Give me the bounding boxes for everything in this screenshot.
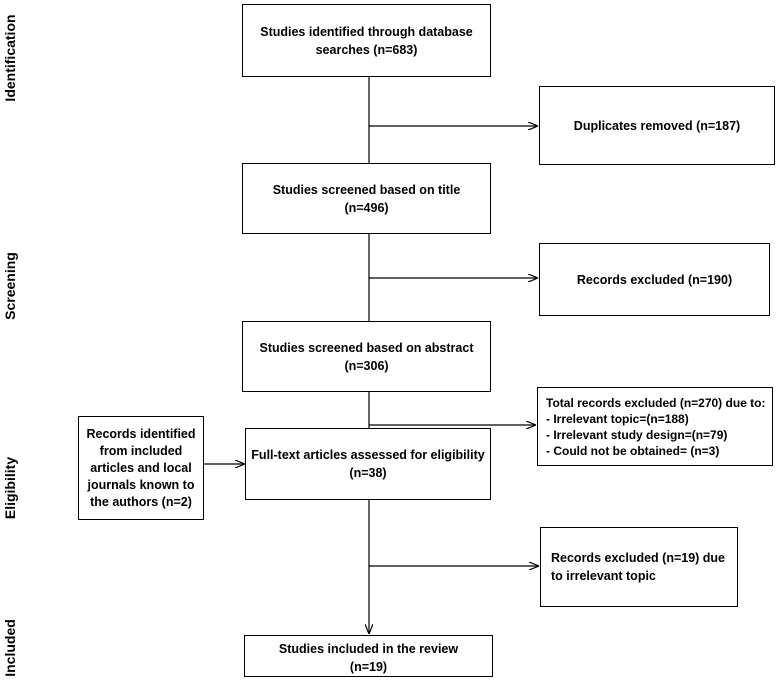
box-excluded-270: Total records excluded (n=270) due to: -… bbox=[537, 387, 773, 466]
box-text: articles and local bbox=[90, 460, 192, 475]
stage-label-screening: Screening bbox=[2, 252, 18, 320]
box-text: journals known to bbox=[87, 477, 195, 492]
box-text: - Could not be obtained= (n=3) bbox=[546, 443, 720, 458]
box-text: searches (n=683) bbox=[315, 42, 418, 57]
box-text: (n=19) bbox=[349, 660, 388, 674]
box-text: Total records excluded (n=270) due to: bbox=[546, 395, 766, 410]
box-text: Studies screened based on abstract bbox=[259, 340, 474, 355]
box-screened-abstract: Studies screened based on abstract (n=30… bbox=[242, 321, 491, 392]
box-text: from included bbox=[99, 443, 183, 458]
box-text: Records excluded (n=190) bbox=[576, 272, 733, 287]
box-studies-included: Studies included in the review (n=19) bbox=[244, 635, 493, 677]
box-records-identified: Studies identified through database sear… bbox=[242, 4, 491, 77]
box-text: Duplicates removed (n=187) bbox=[573, 118, 741, 133]
stage-label-eligibility: Eligibility bbox=[2, 456, 18, 520]
box-text: - Irrelevant topic=(n=188) bbox=[546, 411, 689, 426]
box-text: Studies screened based on title bbox=[272, 182, 461, 197]
box-other-sources: Records identified from included article… bbox=[78, 416, 204, 520]
box-text: to irrelevant topic bbox=[551, 569, 656, 583]
box-text: (n=306) bbox=[344, 358, 389, 373]
box-duplicates-removed: Duplicates removed (n=187) bbox=[539, 86, 775, 165]
box-text: Records excluded (n=19) due bbox=[551, 551, 726, 565]
stage-label-identification: Identification bbox=[2, 14, 18, 102]
box-text: Records identified bbox=[86, 426, 196, 441]
box-text: (n=496) bbox=[344, 200, 389, 215]
box-text: - Irrelevant study design=(n=79) bbox=[546, 427, 728, 442]
box-text: Studies identified through database bbox=[260, 24, 473, 39]
box-excluded-190: Records excluded (n=190) bbox=[539, 243, 770, 316]
box-text: Studies included in the review bbox=[278, 642, 459, 656]
box-text: the authors (n=2) bbox=[90, 494, 192, 509]
box-screened-title: Studies screened based on title (n=496) bbox=[242, 163, 491, 234]
box-text: (n=38) bbox=[349, 466, 387, 480]
box-text: Full-text articles assessed for eligibil… bbox=[251, 448, 485, 462]
box-fulltext-assessed: Full-text articles assessed for eligibil… bbox=[245, 428, 491, 500]
box-excluded-19: Records excluded (n=19) due to irrelevan… bbox=[540, 527, 738, 607]
stage-label-included: Included bbox=[2, 619, 18, 677]
